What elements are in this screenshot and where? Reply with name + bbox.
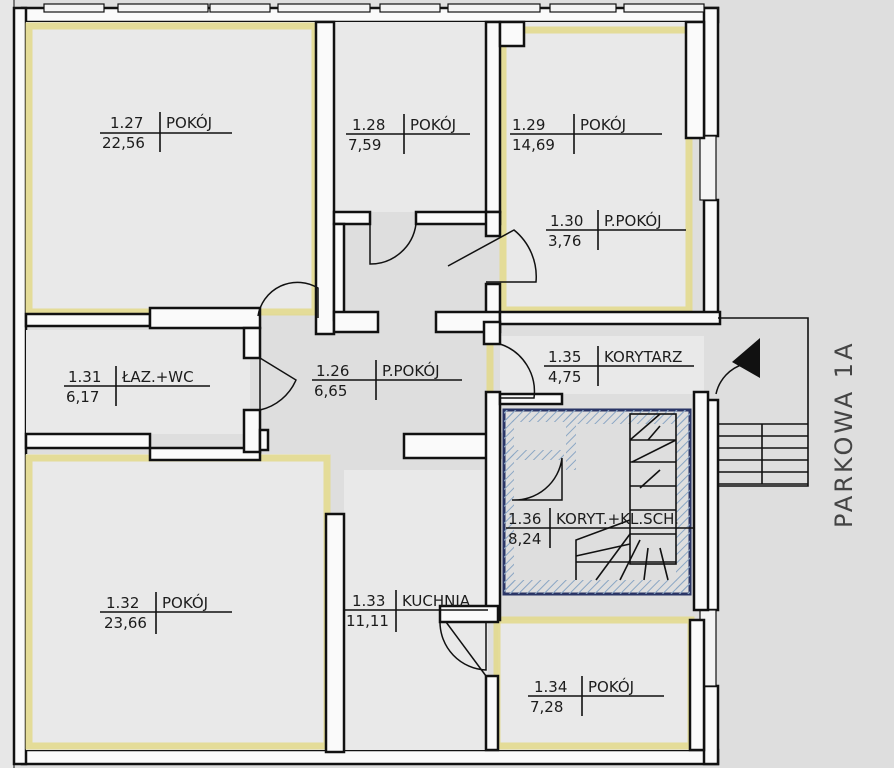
room-name: POKÓJ [162, 593, 208, 612]
door-swings [257, 223, 745, 677]
room-area: 3,76 [548, 232, 581, 250]
room-label-126: 1.26 P.POKÓJ 6,65 [312, 360, 462, 400]
room-area: 23,66 [104, 614, 147, 632]
room-area: 22,56 [102, 134, 145, 152]
room-number: 1.29 [512, 116, 545, 134]
room-number: 1.28 [352, 116, 385, 134]
stairwell [502, 408, 692, 596]
room-name: POKÓJ [580, 115, 626, 134]
room-label-132: 1.32 POKÓJ 23,66 [100, 592, 232, 634]
room-label-134: 1.34 POKÓJ 7,28 [528, 676, 664, 716]
room-number: 1.32 [106, 594, 139, 612]
exterior-walls [12, 3, 720, 766]
room-number: 1.27 [110, 114, 143, 132]
room-label-136: 1.36 KORYT.+KL.SCH. 8,24 [506, 508, 694, 548]
room-number: 1.33 [352, 592, 385, 610]
room-label-127: 1.27 POKÓJ 22,56 [100, 112, 232, 152]
room-area: 14,69 [512, 136, 555, 154]
room-label-133: 1.33 KUCHNIA 11,11 [344, 590, 488, 632]
room-number: 1.26 [316, 362, 349, 380]
room-number: 1.30 [550, 212, 583, 230]
room-name: POKÓJ [166, 113, 212, 132]
room-name: POKÓJ [410, 115, 456, 134]
room-name: KORYT.+KL.SCH. [556, 510, 679, 528]
room-label-131: 1.31 ŁAZ.+WC 6,17 [64, 366, 210, 406]
room-area: 6,65 [314, 382, 347, 400]
room-name: KORYTARZ [604, 348, 682, 366]
room-area: 4,75 [548, 368, 581, 386]
room-label-129: 1.29 POKÓJ 14,69 [510, 114, 662, 154]
entrance-arrow-icon [732, 338, 760, 378]
street-label: PARKOWA 1A [830, 341, 858, 529]
room-fills [26, 22, 704, 750]
room-area: 7,28 [530, 698, 563, 716]
room-number: 1.34 [534, 678, 567, 696]
room-label-135: 1.35 KORYTARZ 4,75 [544, 346, 694, 386]
entrance-stairs [718, 317, 809, 487]
room-area: 8,24 [508, 530, 541, 548]
room-number: 1.35 [548, 348, 581, 366]
room-name: P.POKÓJ [604, 211, 662, 230]
room-area: 6,17 [66, 388, 99, 406]
room-label-130: 1.30 P.POKÓJ 3,76 [546, 210, 686, 250]
room-name: POKÓJ [588, 677, 634, 696]
room-number: 1.31 [68, 368, 101, 386]
room-number: 1.36 [508, 510, 541, 528]
room-label-128: 1.28 POKÓJ 7,59 [346, 114, 470, 154]
room-name: ŁAZ.+WC [121, 368, 194, 386]
room-name: P.POKÓJ [382, 361, 440, 380]
room-name: KUCHNIA [402, 592, 471, 610]
room-area: 11,11 [346, 612, 389, 630]
room-area: 7,59 [348, 136, 381, 154]
interior-walls [24, 20, 722, 754]
